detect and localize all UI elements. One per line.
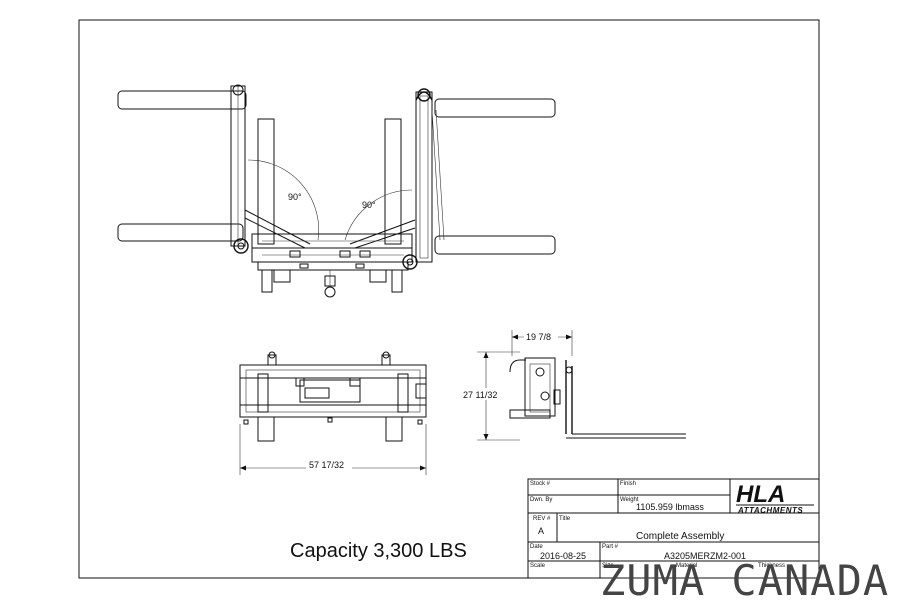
capacity-text: Capacity 3,300 LBS [290,540,467,562]
weight-label: Weight [620,497,639,503]
drawing-border [78,19,820,579]
right-clamp-arm-lower [434,235,556,255]
dimension-height: 27 11/32 [463,390,497,400]
right-clamp-arm-upper [434,98,556,118]
angle-left-label: 90° [288,192,302,202]
size-label: Size [602,563,614,569]
hla-logo: HLA ATTACHMENTS [736,481,814,515]
stock-label: Stock # [530,481,551,487]
rev-label: REV # [533,516,551,522]
title-label: Title [559,516,571,522]
finish-label: Finish [620,481,636,487]
rev-value: A [538,526,544,536]
material-label: Material [676,563,697,569]
watermark-text: ZUMA CANADA [600,556,889,600]
date-value: 2016-08-25 [540,551,586,561]
top-view: 90° 90° [117,84,556,298]
dimension-width: 57 17/32 [309,460,344,470]
logo-sub: ATTACHMENTS [737,506,803,515]
angle-right-label: 90° [362,200,376,210]
front-view: 57 17/32 [239,351,427,475]
side-view: 19 7/8 27 11/32 [462,330,686,441]
date-label: Date [530,544,543,550]
drawn-by-label: Dwn. By [530,497,552,503]
title-value: Complete Assembly [636,531,724,542]
scale-label: Scale [530,563,546,569]
logo-brand: HLA [736,481,785,508]
dimension-depth: 19 7/8 [526,332,551,342]
left-clamp-arm-upper [117,90,247,110]
thickness-label: Thickness [758,563,785,569]
part-label: Part # [602,544,619,550]
left-clamp-arm-lower [117,223,244,242]
weight-value: 1105.959 lbmass [636,502,704,512]
part-value: A3205MERZM2-001 [664,551,746,561]
title-block: Stock # Finish Dwn. By Weight 1105.959 l… [527,478,820,579]
